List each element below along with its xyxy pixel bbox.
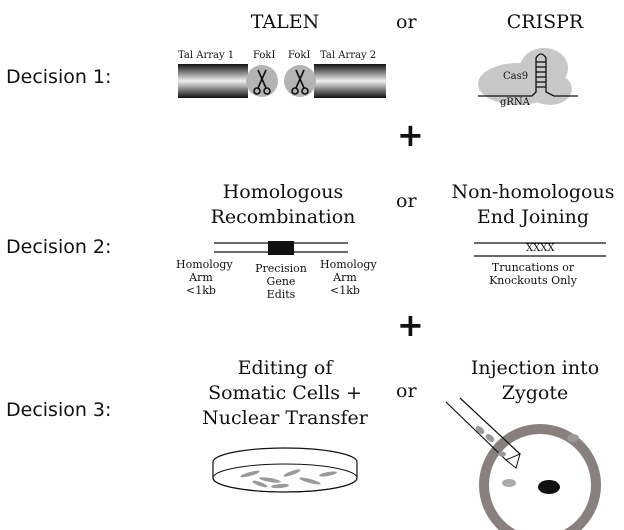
decision-2-label: Decision 2: [6,236,112,258]
crispr-title: CRISPR [506,11,584,33]
talen-title: TALEN [250,11,320,33]
xxxx-label: XXXX [526,243,555,254]
plus-sign-2: + [397,306,424,344]
or-label-2: or [396,190,417,212]
scissors-icon [253,69,271,95]
or-label-3: or [396,380,417,402]
foki-1-label: FokI [253,50,276,61]
tal-array-1-label: Tal Array 1 [178,50,235,61]
pronucleus [538,480,560,494]
homology-arm-right-label: Homology Arm <1kb [320,258,377,297]
grna-label: gRNA [500,97,530,108]
nhej-diagram [474,242,606,257]
precision-edits-label: Precision Gene Edits [255,262,307,301]
foki-1-circle [246,65,278,97]
nhej-title: Non-homologous End Joining [451,181,615,228]
foki-2-label: FokI [288,50,311,61]
zygote-injection-illustration [445,397,601,530]
injection-needle [445,397,521,469]
zygote-cell [479,424,601,530]
tal-array-2-bar [314,64,386,98]
hr-diagram [214,241,348,255]
tal-array-2-label: Tal Array 2 [320,50,377,61]
homologous-recombination-title: Homologous Recombination [210,181,356,228]
decision-3-label: Decision 3: [6,399,112,421]
tal-array-1-bar [178,64,248,98]
somatic-editing-title: Editing of Somatic Cells + Nuclear Trans… [202,357,368,429]
petri-dish-illustration [212,447,358,493]
zygote-injection-title: Injection into Zygote [470,357,600,404]
precision-edit-block [268,241,294,255]
truncations-label: Truncations or Knockouts Only [489,261,577,287]
cas9-label: Cas9 [503,71,529,82]
talen-diagram [178,64,386,98]
plus-sign-1: + [397,116,424,154]
foki-2-circle [284,65,316,97]
decision-1-label: Decision 1: [6,66,112,88]
scissors-icon [291,69,309,95]
or-label-1: or [396,11,417,33]
homology-arm-left-label: Homology Arm <1kb [176,258,233,297]
crispr-diagram [478,48,578,105]
grna-strand [478,53,578,97]
